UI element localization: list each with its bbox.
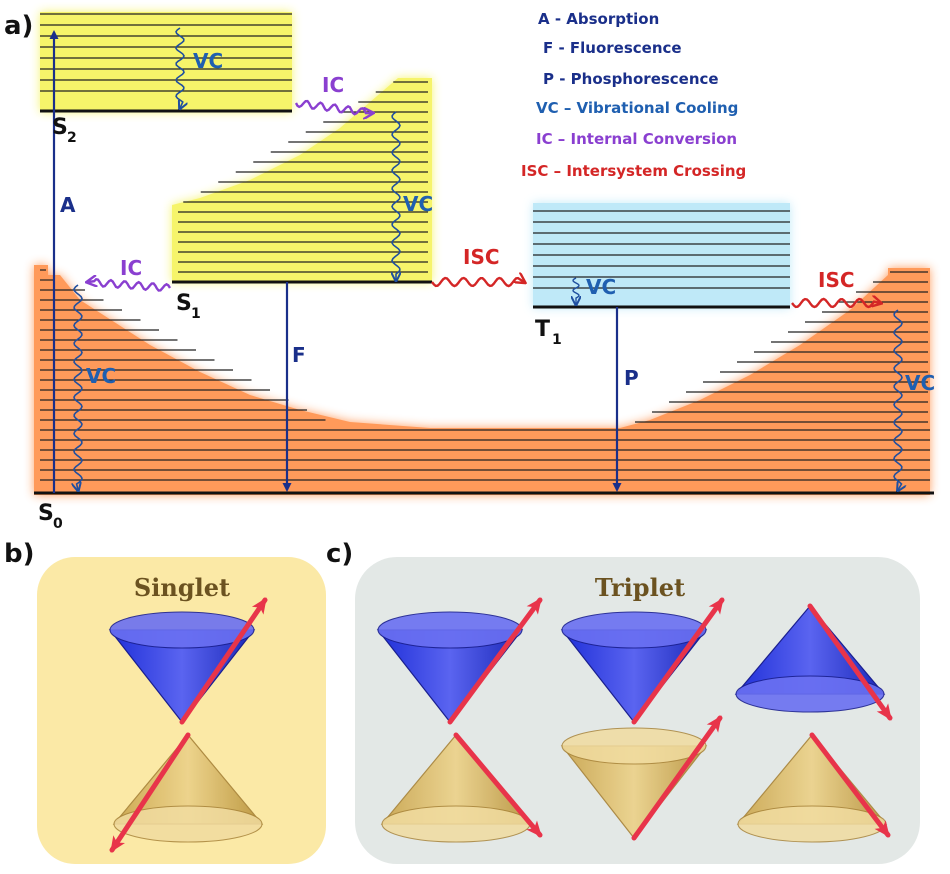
svg-text:2: 2 — [67, 130, 77, 146]
isc-arrow-t1-s0 — [791, 299, 880, 309]
svg-text:S: S — [52, 115, 68, 140]
svg-text:S: S — [176, 291, 192, 316]
s2-vibrational-levels — [40, 13, 292, 92]
vc-arrow-s0-left — [74, 284, 83, 490]
phosphorescence-label: P — [624, 366, 639, 390]
transitions — [49, 27, 902, 493]
triplet-1-upper-cone — [376, 611, 524, 723]
triplet-1-up-vector — [447, 597, 543, 725]
singlet-panel: b) Singlet — [4, 539, 326, 864]
fluorescence-label: F — [292, 343, 306, 367]
legend-item: VC – Vibrational Cooling — [536, 99, 738, 117]
legend-item: ISC – Intersystem Crossing — [521, 162, 746, 180]
svg-text:1: 1 — [191, 306, 201, 322]
vc-label-s2: VC — [193, 49, 223, 73]
triplet-2-lower-up-vector — [631, 715, 723, 841]
panel-b-label: b) — [4, 539, 35, 569]
legend-item: F - Fluorescence — [543, 39, 682, 57]
vc-label-t1: VC — [586, 275, 616, 299]
ic-arrow-s2-s1 — [294, 99, 372, 114]
ic-label-s2-s1: IC — [322, 73, 344, 97]
legend-item: A - Absorption — [538, 10, 659, 28]
triplet-1-down-vector — [453, 732, 543, 838]
isc-arrow-s1-t1 — [431, 278, 524, 288]
vibrational-levels — [40, 13, 930, 481]
absorption-label: A — [60, 193, 76, 217]
t1-vibrational-levels — [533, 210, 790, 289]
vc-label-s0-right: VC — [905, 371, 935, 395]
state-label-s1: S 1 — [176, 291, 201, 322]
triplet-3-upper-cone — [734, 605, 886, 713]
singlet-title: Singlet — [134, 573, 230, 602]
singlet-lower-cone — [112, 734, 264, 843]
s1-vibrational-levels — [178, 81, 428, 273]
triplet-title: Triplet — [595, 573, 685, 602]
electronic-levels — [34, 109, 934, 495]
vc-arrow-s1 — [392, 111, 400, 280]
triplet-cones — [376, 597, 893, 843]
singlet-upper-cone — [108, 611, 256, 723]
svg-text:0: 0 — [53, 516, 63, 532]
vc-label-s0-left: VC — [86, 364, 116, 388]
triplet-3-down-vector — [807, 603, 893, 721]
singlet-spin-up-vector — [179, 597, 268, 725]
isc-label-s1-t1: ISC — [463, 245, 500, 269]
triplet-3-lower-down-vector — [809, 732, 891, 838]
energy-bands — [34, 12, 930, 495]
s2-band — [40, 12, 292, 112]
state-label-s2: S 2 — [52, 115, 77, 146]
singlet-spin-down-vector — [109, 732, 191, 853]
singlet-cones — [108, 597, 268, 853]
s1-band — [172, 78, 432, 282]
panel-c-label: c) — [326, 539, 353, 569]
ic-arrow-s1-s0 — [88, 279, 172, 292]
triplet-2-upper-cone — [560, 611, 708, 723]
triplet-2-up-vector — [631, 597, 725, 725]
svg-text:1: 1 — [552, 332, 562, 348]
vc-arrow-t1 — [573, 277, 579, 304]
svg-text:S: S — [38, 501, 54, 526]
legend-item: P - Phosphorescence — [543, 70, 719, 88]
ground-state-band — [34, 265, 930, 495]
ic-label-s1-s0: IC — [120, 256, 142, 280]
vc-arrow-s2 — [175, 27, 184, 108]
legend-item: IC – Internal Conversion — [536, 130, 737, 148]
jablonski-diagram: a) S 2 S 1 T 1 S 0 A F P VC IC VC — [4, 10, 935, 532]
legend: A - Absorption F - Fluorescence P - Phosph… — [521, 10, 746, 180]
triplet-2-lower-cone — [560, 727, 708, 839]
panel-a-label: a) — [4, 11, 33, 41]
state-label-s0: S 0 — [38, 501, 63, 532]
vc-label-s1: VC — [403, 192, 433, 216]
state-label-t1: T 1 — [535, 317, 562, 348]
triplet-3-lower-cone — [736, 734, 888, 843]
triplet-panel: c) Triplet — [326, 539, 920, 864]
isc-label-t1-s0: ISC — [818, 268, 855, 292]
vc-arrow-s0-right — [893, 309, 902, 490]
s0-vibrational-levels — [40, 269, 930, 481]
svg-text:T: T — [535, 317, 550, 342]
